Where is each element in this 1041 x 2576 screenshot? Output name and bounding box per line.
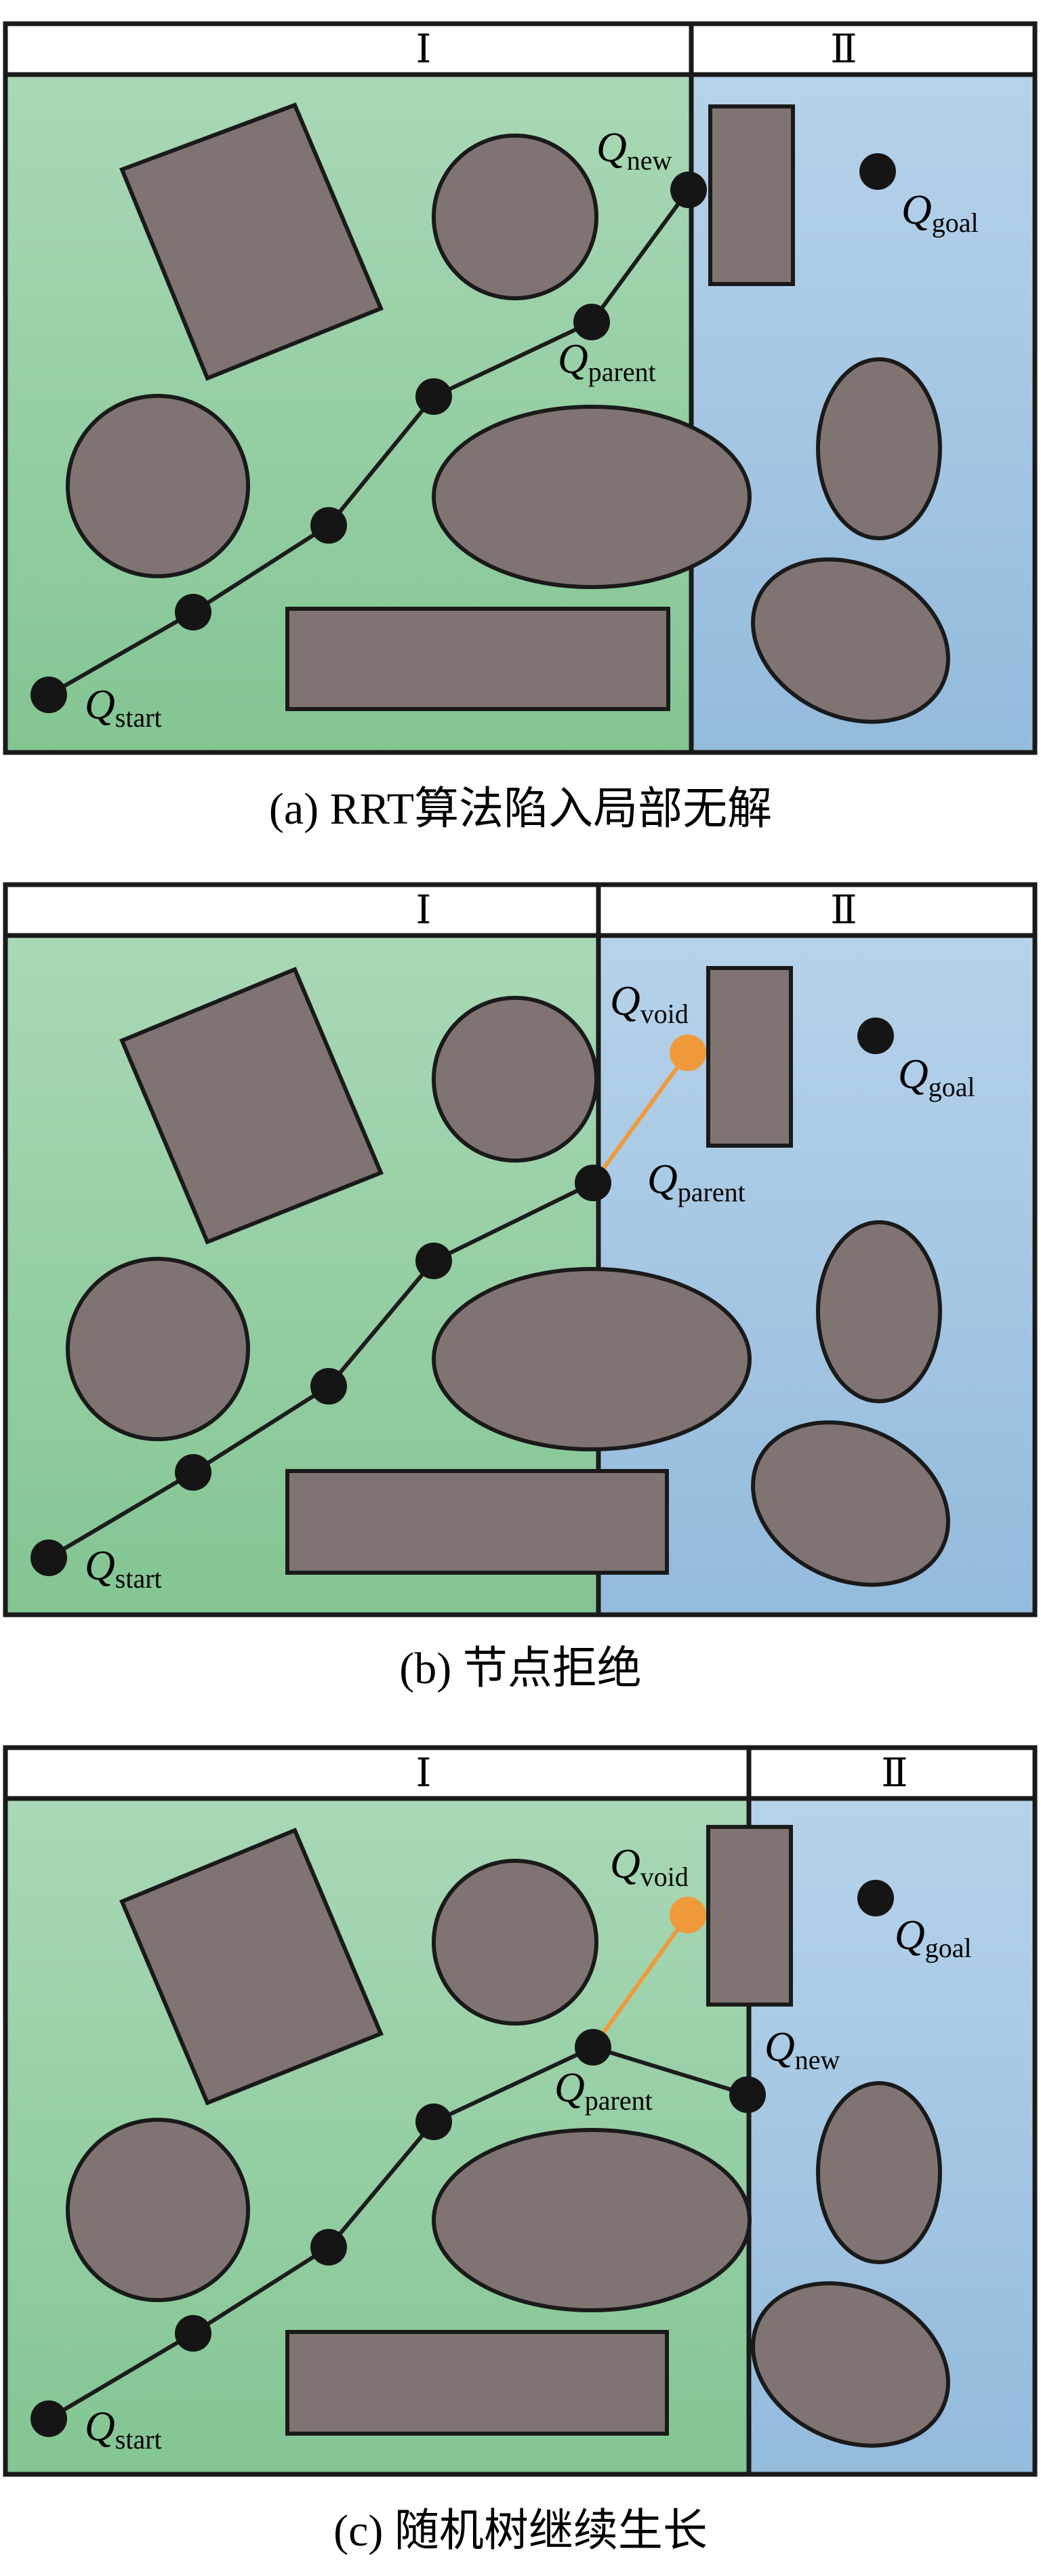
obstacle-circle (66, 1257, 250, 1441)
tree-path (47, 188, 691, 697)
tree-path (47, 2045, 748, 2421)
caption-c: (c) 随机树继续生长 (333, 2506, 708, 2556)
tree-node-start (30, 1539, 67, 1576)
obstacle-ellipse (432, 405, 752, 589)
tree-node (415, 378, 452, 415)
void-node (670, 1897, 706, 1933)
header-region-one (3, 21, 694, 77)
obstacle-ellipse (751, 1420, 950, 1587)
region-two-label: Ⅱ (830, 27, 857, 71)
tree-node (310, 507, 347, 544)
obstacle-circle (432, 1859, 598, 2026)
label-start: Qstart (85, 1543, 162, 1594)
tree-node (175, 2315, 211, 2352)
tree-node (175, 594, 211, 630)
region-two-label: Ⅱ (830, 888, 857, 932)
panel-b: Ⅰ Ⅱ Qstart Qvoid Qparent Qgoal (b) 节点拒绝 (3, 882, 1038, 1693)
tree-node (415, 1243, 452, 1279)
obstacle-square (119, 102, 384, 381)
label-parent: Qparent (558, 336, 656, 387)
caption-b: (b) 节点拒绝 (399, 1644, 641, 1693)
tree-node-start (30, 677, 67, 713)
obstacle-circle (66, 2118, 250, 2302)
obstacle-ellipse (816, 2081, 942, 2264)
label-void: Qvoid (610, 1841, 689, 1892)
caption-a: (a) RRT算法陷入局部无解 (269, 784, 772, 834)
obstacle-square (119, 1828, 384, 2106)
obstacle-circle (432, 134, 598, 300)
header-region-one (3, 882, 601, 938)
label-goal: Qgoal (901, 187, 979, 238)
label-start: Qstart (85, 2404, 162, 2455)
obstacle-rectangle (285, 607, 670, 711)
obstacle-rectangle (708, 104, 795, 286)
obstacle-ellipse (432, 2128, 752, 2312)
tree-node (310, 2229, 347, 2266)
label-goal: Qgoal (898, 1051, 975, 1102)
tree-node-start (30, 2400, 67, 2437)
header-region-one (3, 1745, 752, 1801)
region-one-label: Ⅰ (416, 27, 432, 71)
region-two-label: Ⅱ (881, 1751, 907, 1795)
goal-node (857, 1018, 894, 1054)
tree-node-parent (575, 2029, 611, 2066)
region-one-label: Ⅰ (416, 888, 432, 932)
tree-node (415, 2104, 452, 2140)
tree-node-new (729, 2076, 766, 2113)
obstacle-ellipse (432, 1267, 752, 1451)
obstacle-rectangle (706, 966, 793, 1148)
label-void: Qvoid (610, 978, 689, 1029)
label-start: Qstart (85, 682, 162, 733)
rejected-edge (591, 1051, 690, 1184)
goal-node (857, 1880, 894, 1916)
label-new: Qnew (596, 125, 672, 176)
obstacle-rectangle (285, 1469, 669, 1575)
tree-node (175, 1454, 211, 1491)
obstacle-rectangle (285, 2330, 669, 2436)
label-goal: Qgoal (895, 1912, 972, 1963)
goal-node (859, 153, 896, 190)
tree-node-parent (573, 304, 610, 340)
tree-node (310, 1368, 347, 1405)
tree-node-parent (575, 1165, 611, 1201)
obstacle-square (119, 967, 384, 1245)
obstacle-ellipse (751, 557, 950, 724)
label-parent: Qparent (647, 1156, 746, 1207)
panel-a: Ⅰ Ⅱ Qstart Qnew Qparent Qgoal (a) RRT算法陷… (3, 21, 1038, 834)
obstacle-ellipse (816, 357, 942, 540)
tree-node-new (670, 172, 707, 208)
obstacle-circle (66, 394, 250, 578)
label-new: Qnew (764, 2024, 840, 2075)
void-node (670, 1034, 706, 1071)
rejected-edge (591, 1914, 690, 2049)
obstacle-ellipse (816, 1220, 942, 1403)
obstacle-circle (432, 996, 598, 1163)
header-region-two (596, 882, 1038, 938)
panel-c: Ⅰ Ⅱ Qstart Qvoid Qparent Qnew Qgoal (c) … (3, 1745, 1038, 2556)
header-region-two (689, 21, 1038, 77)
obstacle-ellipse (751, 2281, 950, 2448)
region-one-label: Ⅰ (416, 1751, 432, 1795)
label-parent: Qparent (554, 2065, 653, 2116)
obstacle-rectangle (706, 1825, 793, 2007)
